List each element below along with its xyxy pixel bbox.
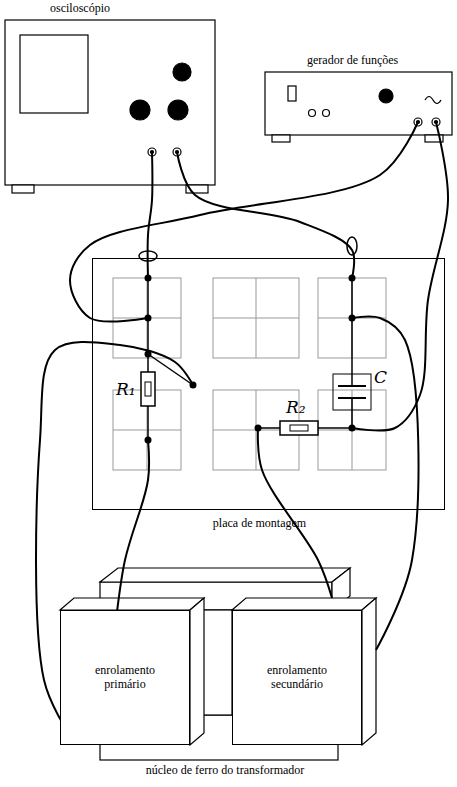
drawing-part xyxy=(60,598,204,610)
drawing-part xyxy=(338,397,366,399)
drawing-part xyxy=(379,89,393,103)
drawing-part xyxy=(338,385,366,387)
board-grid xyxy=(113,278,386,470)
connecting-wire xyxy=(148,152,153,278)
drawing-part xyxy=(362,598,376,745)
node-label: enrolamento primário xyxy=(80,664,170,692)
node-label: gerador de funções xyxy=(307,54,398,68)
drawing-part xyxy=(232,598,376,610)
drawing-part xyxy=(425,97,441,104)
node-label: placa de montagem xyxy=(213,517,306,531)
connecting-wire xyxy=(258,428,332,598)
drawing-part xyxy=(147,278,149,440)
connecting-wire xyxy=(352,317,418,650)
drawing-part xyxy=(280,421,318,435)
winding-drawings xyxy=(60,598,376,745)
drawing-part xyxy=(213,318,299,319)
drawing-part xyxy=(272,135,290,142)
node-label: enrolamento secundário xyxy=(252,664,342,692)
drawing-part xyxy=(323,110,330,117)
drawing-part xyxy=(113,430,181,431)
drawing-part xyxy=(100,568,350,582)
drawing-part xyxy=(20,35,88,113)
drawing-part xyxy=(290,425,308,431)
drawing-part xyxy=(309,110,316,117)
drawing-part xyxy=(12,185,34,193)
oscilloscope: osciloscópio xyxy=(5,20,215,185)
drawing-part xyxy=(265,72,452,135)
core-caption: núcleo de ferro do transformador xyxy=(146,764,305,777)
drawing-part xyxy=(141,372,155,406)
primary-winding: enrolamento primário xyxy=(60,610,190,745)
drawing-part xyxy=(190,598,204,745)
node-label: osciloscópio xyxy=(50,2,110,16)
connecting-wire xyxy=(352,122,448,431)
terminal-dots xyxy=(145,275,356,444)
drawing-part xyxy=(130,100,150,120)
capacitor-label: C xyxy=(374,368,387,387)
resistor-label: R₂ xyxy=(286,398,306,417)
drawing-part xyxy=(213,278,299,358)
function-generator: gerador de funções xyxy=(265,72,452,135)
drawing-part xyxy=(333,374,371,410)
secondary-winding: enrolamento secundário xyxy=(232,610,362,745)
board-components xyxy=(141,278,371,440)
resistor-label: R₁ xyxy=(116,380,136,399)
drawing-part xyxy=(288,86,296,101)
drawing-part xyxy=(351,278,353,386)
drawing-part xyxy=(168,100,188,120)
oscilloscope-drawing xyxy=(5,20,215,193)
drawing-part xyxy=(173,63,191,81)
function-generator-drawing xyxy=(265,72,452,142)
drawing-part xyxy=(351,398,353,428)
drawing-part xyxy=(5,20,215,185)
mounting-board: placa de montagem xyxy=(92,258,445,510)
connecting-wire xyxy=(70,122,418,322)
drawing-part xyxy=(145,382,151,396)
